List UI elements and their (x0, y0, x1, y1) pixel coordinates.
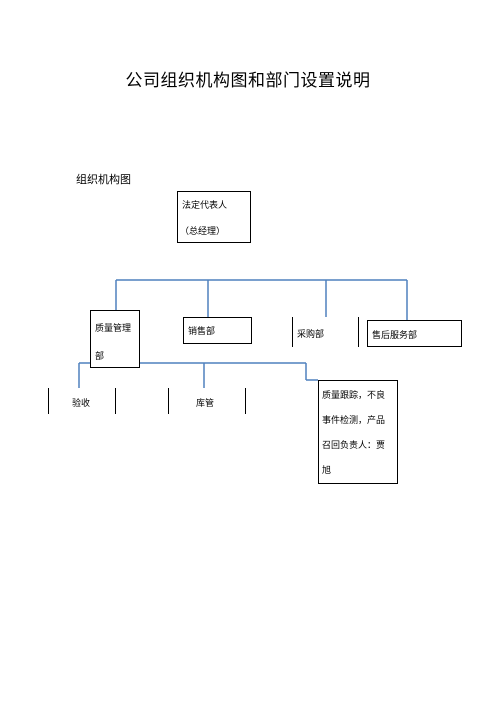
dept-purchasing-box: 采购部 (292, 317, 359, 347)
root-line1: 法定代表人 (182, 201, 228, 211)
sub-tracking-line4: 旭 (322, 466, 332, 476)
dept-quality-line2: 部 (95, 352, 105, 362)
dept-purchasing-label: 采购部 (297, 330, 325, 340)
inspection-right-border (115, 388, 116, 414)
warehouse-left-border (168, 388, 169, 414)
section-heading: 组织机构图 (76, 173, 131, 186)
dept-sales-box: 销售部 (183, 317, 252, 344)
root-box: 法定代表人 （总经理） (177, 191, 251, 243)
root-line2: （总经理） (180, 227, 226, 237)
warehouse-right-border (245, 388, 246, 414)
dept-after-sales-label: 售后服务部 (372, 331, 418, 341)
sub-tracking-line2: 事件检测，产品 (322, 416, 386, 426)
dept-quality-box: 质量管理 部 (90, 310, 140, 368)
dept-quality-line1: 质量管理 (95, 324, 132, 334)
page-title: 公司组织机构图和部门设置说明 (125, 71, 371, 91)
dept-sales-label: 销售部 (188, 327, 216, 337)
inspection-left-border (48, 388, 49, 414)
dept-after-sales-box: 售后服务部 (367, 320, 462, 347)
sub-warehouse-label: 库管 (196, 399, 215, 409)
sub-tracking-box: 质量跟踪，不良 事件检测，产品 召回负责人：贾 旭 (318, 380, 398, 484)
sub-tracking-line3: 召回负责人：贾 (322, 441, 386, 451)
sub-tracking-line1: 质量跟踪，不良 (322, 391, 386, 401)
sub-inspection-label: 验收 (72, 399, 91, 409)
